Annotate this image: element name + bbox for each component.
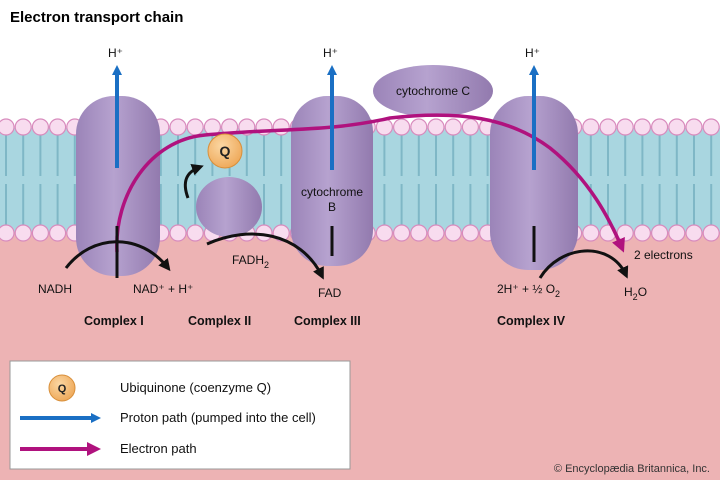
- fad-label: FAD: [318, 286, 342, 300]
- ubiquinone-q-label: Q: [220, 143, 231, 159]
- proton-label-iv: H⁺: [525, 46, 540, 60]
- complex-ii-to-q-arrow: [183, 164, 204, 199]
- lipid-head: [702, 118, 720, 136]
- lipid-head: [14, 118, 32, 136]
- nadh-label: NADH: [38, 282, 72, 296]
- lipid-head: [650, 118, 669, 136]
- lipid-head: [31, 224, 50, 242]
- lipid-head: [410, 224, 428, 242]
- lipid-head: [427, 224, 445, 242]
- complex-iv-protein: [490, 96, 578, 270]
- lipid-head: [375, 224, 393, 242]
- lipid-head: [0, 224, 15, 242]
- diagram-title: Electron transport chain: [10, 9, 183, 26]
- ubiquinone-q-icon: [207, 133, 243, 169]
- proton-label-i: H⁺: [108, 46, 123, 60]
- lipid-head: [702, 224, 720, 242]
- lipid-head: [0, 118, 15, 136]
- fadh2-label: FADH2: [232, 253, 269, 270]
- lipid-head: [582, 224, 600, 242]
- legend-proton-label: Proton path (pumped into the cell): [120, 410, 316, 425]
- cytochrome-b-label-line1: cytochrome: [301, 185, 363, 199]
- lipid-head: [444, 224, 462, 242]
- legend-electron-label: Electron path: [120, 441, 197, 456]
- lipid-head: [169, 118, 187, 136]
- lipid-head: [48, 118, 67, 136]
- complex-iii-label: Complex III: [294, 314, 361, 328]
- complex-iv-label: Complex IV: [497, 314, 566, 328]
- lipid-head: [31, 118, 50, 136]
- lipid-head: [599, 118, 617, 136]
- cytochrome-c-label: cytochrome C: [396, 84, 470, 98]
- complex-iii-protein: [291, 96, 373, 266]
- lipid-head: [393, 118, 411, 136]
- lipid-head: [461, 118, 479, 136]
- proton-label-iii: H⁺: [323, 46, 338, 60]
- lipid-head: [393, 224, 411, 242]
- oxygen-reaction-arrow: [538, 249, 629, 279]
- lipid-head: [14, 224, 32, 242]
- lipid-head: [272, 118, 290, 136]
- electron-path-arrow: [115, 113, 625, 253]
- two-electrons-label: 2 electrons: [634, 248, 693, 262]
- lipid-head: [427, 118, 445, 136]
- complex-i-label: Complex I: [84, 314, 144, 328]
- copyright-text: © Encyclopædia Britannica, Inc.: [554, 463, 710, 475]
- lipid-head: [616, 118, 634, 136]
- lipid-head: [650, 224, 669, 242]
- nadh-reaction-arrow: [64, 240, 171, 272]
- legend-q-icon: [48, 374, 76, 402]
- lipid-head: [444, 118, 462, 136]
- lipid-head: [582, 118, 600, 136]
- complex-ii-label: Complex II: [188, 314, 251, 328]
- lipid-head: [169, 224, 187, 242]
- complex-i-protein: [76, 96, 160, 276]
- two-h-oxygen-label: 2H⁺ + ½ O2: [497, 282, 560, 299]
- water-label: H2O: [624, 285, 647, 302]
- lipid-head: [186, 118, 204, 136]
- nad-label: NAD⁺ + H⁺: [133, 282, 193, 296]
- lipid-head: [48, 224, 67, 242]
- legend-q-symbol: Q: [58, 383, 67, 395]
- cytochrome-c-protein: [373, 65, 493, 117]
- lipid-head: [668, 118, 686, 136]
- complex-ii-protein: [196, 177, 262, 237]
- lipid-head: [186, 224, 204, 242]
- fadh2-reaction-arrow: [206, 232, 324, 280]
- lipid-head: [685, 118, 703, 136]
- lipid-head: [685, 224, 703, 242]
- lipid-head: [410, 118, 428, 136]
- lipid-head: [461, 224, 479, 242]
- lipid-head: [633, 224, 652, 242]
- lipid-head: [668, 224, 686, 242]
- legend-ubiquinone-label: Ubiquinone (coenzyme Q): [120, 380, 271, 395]
- lipid-head: [633, 118, 652, 136]
- cytochrome-b-label-line2: B: [328, 200, 336, 214]
